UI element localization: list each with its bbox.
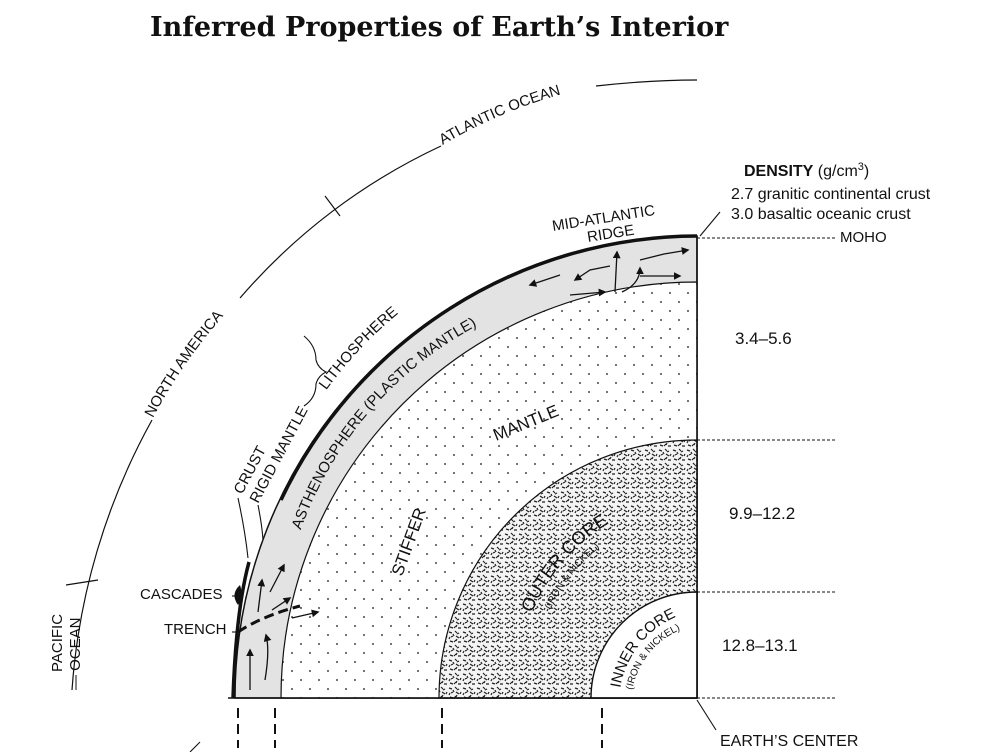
diagram-title: Inferred Properties of Earth’s Interior [150,12,729,43]
cascades-label: CASCADES [140,586,223,603]
inner-core-density: 12.8–13.1 [722,636,798,655]
atlantic-ocean-label: ATLANTIC OCEAN [436,82,562,149]
moho-label: MOHO [840,229,887,246]
continental-crust [231,561,251,699]
density-heading: DENSITY (g/cm3) [744,161,869,180]
inner-core-region [590,591,698,699]
granitic-crust-density: 2.7 granitic continental crust [731,186,931,203]
outer-core-density: 9.9–12.2 [729,504,795,523]
pacific-ocean-label-2: — OCEAN [67,617,84,690]
earth-layers [228,234,698,699]
basaltic-crust-density: 3.0 basaltic oceanic crust [731,206,911,223]
pacific-ocean-label-1: PACIFIC [49,614,66,672]
subducting-slab [237,604,301,634]
mantle-density: 3.4–5.6 [735,329,792,348]
north-america-label: NORTH AMERICA [141,307,226,420]
surface-arc [65,79,698,691]
trench-label: TRENCH [164,621,227,638]
pointer-lines [189,211,836,752]
crust-line [279,234,698,501]
convection-arrows [246,247,690,690]
cascades-bump [234,585,242,605]
earths-center-label: EARTH’S CENTER [720,733,858,750]
